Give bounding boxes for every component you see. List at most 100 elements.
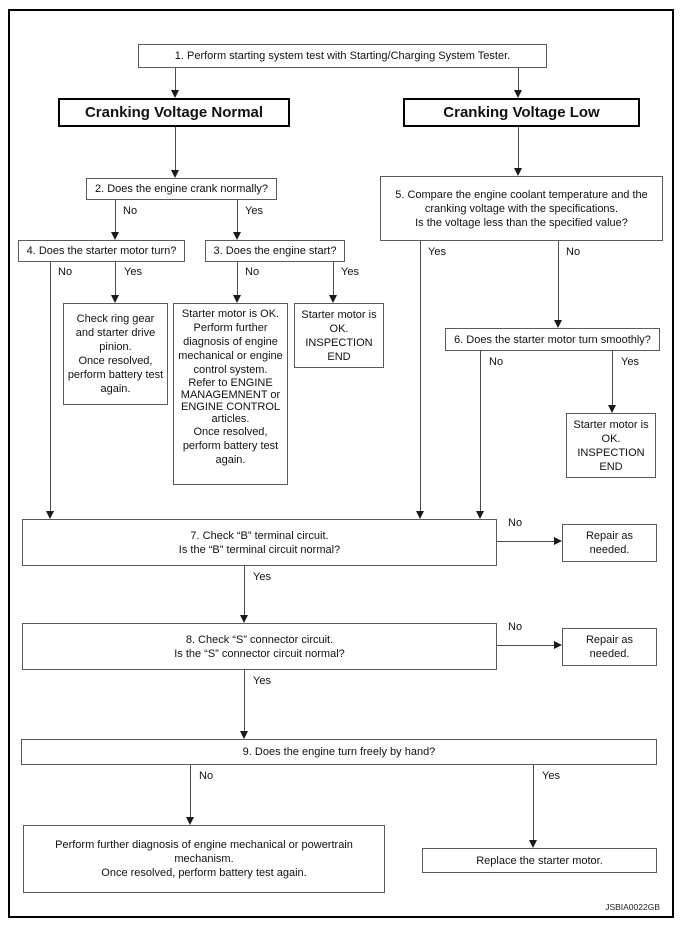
arrow-down-icon: [514, 90, 522, 98]
edge-label-step3-no: No: [245, 266, 260, 278]
connector-step2-no: [115, 200, 116, 232]
edge-label-step2-no: No: [123, 205, 138, 217]
arrow-down-icon: [416, 511, 424, 519]
node-step-3-text: 3. Does the engine start?: [213, 245, 337, 257]
connector-step2-yes: [237, 200, 238, 232]
arrow-down-icon: [329, 295, 337, 303]
arrow-down-icon: [240, 731, 248, 739]
diagram-border: [8, 9, 674, 918]
arrow-right-icon: [554, 537, 562, 545]
arrow-down-icon: [240, 615, 248, 623]
node-powertrain-diagnosis: Perform further diagnosis of engine mech…: [23, 825, 385, 893]
edge-label-step5-no: No: [566, 246, 581, 258]
check-ring-gear-line2: Once resolved, perform battery test agai…: [67, 355, 164, 395]
node-inspection-end-left: Starter motor is OK. INSPECTION END: [294, 303, 384, 368]
arrow-down-icon: [476, 511, 484, 519]
edge-label-step4-no: No: [58, 266, 73, 278]
node-repair-b-text: Repair as needed.: [585, 530, 634, 556]
node-step-5-line2: Is the voltage less than the specified v…: [415, 216, 628, 229]
arrow-down-icon: [111, 232, 119, 240]
node-replace-starter: Replace the starter motor.: [422, 848, 657, 873]
edge-label-step6-yes: Yes: [621, 356, 639, 368]
connector-step7-yes-step8: [244, 566, 245, 615]
edge-label-step4-yes: Yes: [124, 266, 142, 278]
node-step-9-text: 9. Does the engine turn freely by hand?: [242, 746, 436, 758]
edge-label-step3-yes: Yes: [341, 266, 359, 278]
connector-step4-no-step7: [50, 262, 51, 511]
node-repair-s: Repair as needed.: [562, 628, 657, 666]
node-step-8-line1: 8. Check “S” connector circuit.: [185, 633, 334, 646]
node-step-1-text: 1. Perform starting system test with Sta…: [174, 50, 511, 62]
edge-label-step7-no: No: [508, 517, 523, 529]
node-step-2-text: 2. Does the engine crank normally?: [94, 183, 269, 195]
edge-label-step2-yes: Yes: [245, 205, 263, 217]
arrow-down-icon: [233, 295, 241, 303]
connector-step1-low: [518, 68, 519, 90]
node-repair-s-text: Repair as needed.: [585, 634, 634, 660]
inspection-end-right-line2: INSPECTION END: [577, 446, 645, 473]
node-step-7-line2: Is the “B” terminal circuit normal?: [178, 543, 341, 556]
arrow-down-icon: [46, 511, 54, 519]
node-step-5-line1: 5. Compare the engine coolant temperatur…: [395, 188, 648, 215]
node-check-ring-gear: Check ring gear and starter drive pinion…: [63, 303, 168, 405]
connector-step8-yes-step9: [244, 670, 245, 731]
header-normal-text: Cranking Voltage Normal: [84, 103, 264, 121]
arrow-down-icon: [554, 320, 562, 328]
arrow-down-icon: [111, 295, 119, 303]
starter-ok-line2: Perform further diagnosis of engine mech…: [178, 322, 283, 376]
node-step-6: 6. Does the starter motor turn smoothly?: [445, 328, 660, 351]
node-step-3: 3. Does the engine start?: [205, 240, 345, 262]
node-step-4: 4. Does the starter motor turn?: [18, 240, 185, 262]
connector-step1-normal: [175, 68, 176, 90]
edge-label-step9-yes: Yes: [542, 770, 560, 782]
arrow-down-icon: [233, 232, 241, 240]
connector-step7-no-repair: [497, 541, 554, 542]
connector-step3-yes: [333, 262, 334, 295]
connector-low-step5: [518, 127, 519, 168]
edge-label-step5-yes: Yes: [428, 246, 446, 258]
arrow-down-icon: [171, 90, 179, 98]
connector-step9-no: [190, 765, 191, 817]
node-starter-ok-diagnosis: Starter motor is OK. Perform further dia…: [173, 303, 288, 485]
node-repair-b: Repair as needed.: [562, 524, 657, 562]
connector-step3-no: [237, 262, 238, 295]
connector-step5-yes-step7: [420, 241, 421, 511]
arrow-down-icon: [171, 170, 179, 178]
connector-step5-no-step6: [558, 241, 559, 320]
edge-label-step8-no: No: [508, 621, 523, 633]
connector-step4-yes: [115, 262, 116, 295]
figure-code: JSBIA0022GB: [605, 902, 660, 912]
node-step-1: 1. Perform starting system test with Sta…: [138, 44, 547, 68]
node-step-7: 7. Check “B” terminal circuit. Is the “B…: [22, 519, 497, 566]
edge-label-step8-yes: Yes: [253, 675, 271, 687]
header-cranking-voltage-low: Cranking Voltage Low: [403, 98, 640, 127]
header-low-text: Cranking Voltage Low: [443, 103, 600, 121]
arrow-right-icon: [554, 641, 562, 649]
connector-normal-step2: [175, 127, 176, 170]
inspection-end-left-line2: INSPECTION END: [305, 336, 373, 363]
node-step-8: 8. Check “S” connector circuit. Is the “…: [22, 623, 497, 670]
node-step-9: 9. Does the engine turn freely by hand?: [21, 739, 657, 765]
powertrain-line2: Once resolved, perform battery test agai…: [101, 867, 307, 879]
node-step-7-line1: 7. Check “B” terminal circuit.: [190, 529, 329, 542]
arrow-down-icon: [529, 840, 537, 848]
node-step-4-text: 4. Does the starter motor turn?: [26, 245, 177, 257]
edge-label-step7-yes: Yes: [253, 571, 271, 583]
connector-step8-no-repair: [497, 645, 554, 646]
node-step-2: 2. Does the engine crank normally?: [86, 178, 277, 200]
node-step-6-text: 6. Does the starter motor turn smoothly?: [454, 333, 651, 346]
node-step-5: 5. Compare the engine coolant temperatur…: [380, 176, 663, 241]
arrow-down-icon: [514, 168, 522, 176]
arrow-down-icon: [186, 817, 194, 825]
inspection-end-right-line1: Starter motor is OK.: [573, 418, 649, 445]
edge-label-step6-no: No: [489, 356, 504, 368]
connector-step9-yes: [533, 765, 534, 840]
connector-step6-yes: [612, 351, 613, 405]
inspection-end-left-line1: Starter motor is OK.: [301, 308, 377, 335]
starter-ok-line3: Refer to ENGINE MANAGEMNENT or ENGINE CO…: [180, 377, 281, 425]
connector-step6-no-step7: [480, 351, 481, 511]
starter-ok-line4: Once resolved, perform battery test agai…: [182, 426, 279, 466]
node-inspection-end-right: Starter motor is OK. INSPECTION END: [566, 413, 656, 478]
starter-ok-line1: Starter motor is OK.: [181, 308, 280, 320]
